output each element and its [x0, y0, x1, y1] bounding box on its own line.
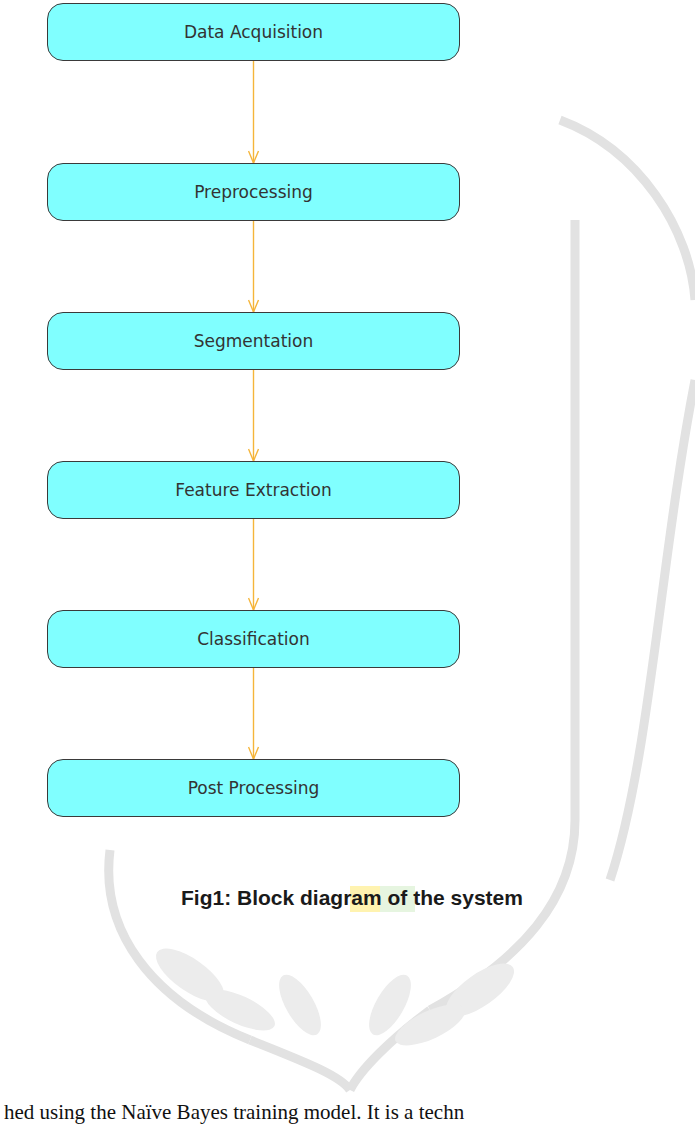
box-label: Post Processing	[188, 778, 320, 798]
process-box: Segmentation	[47, 312, 460, 370]
box-label: Feature Extraction	[175, 480, 331, 500]
body-text: hed using the Naïve Bayes training model…	[4, 1100, 464, 1125]
box-label: Classification	[197, 629, 309, 649]
flow-arrow	[253, 221, 254, 312]
figure-caption: Fig1: Block diagram of the system	[181, 886, 523, 910]
flow-arrow	[253, 370, 254, 461]
watermark-outline	[109, 120, 695, 1090]
process-box: Preprocessing	[47, 163, 460, 221]
process-box: Classification	[47, 610, 460, 668]
flow-arrow	[253, 519, 254, 610]
process-box: Feature Extraction	[47, 461, 460, 519]
box-label: Segmentation	[194, 331, 313, 351]
watermark-leaves	[148, 939, 522, 1054]
flow-arrow	[253, 668, 254, 759]
flow-arrow	[253, 61, 254, 163]
process-box: Post Processing	[47, 759, 460, 817]
process-box: Data Acquisition	[47, 3, 460, 61]
box-label: Preprocessing	[194, 182, 313, 202]
box-label: Data Acquisition	[184, 22, 323, 42]
